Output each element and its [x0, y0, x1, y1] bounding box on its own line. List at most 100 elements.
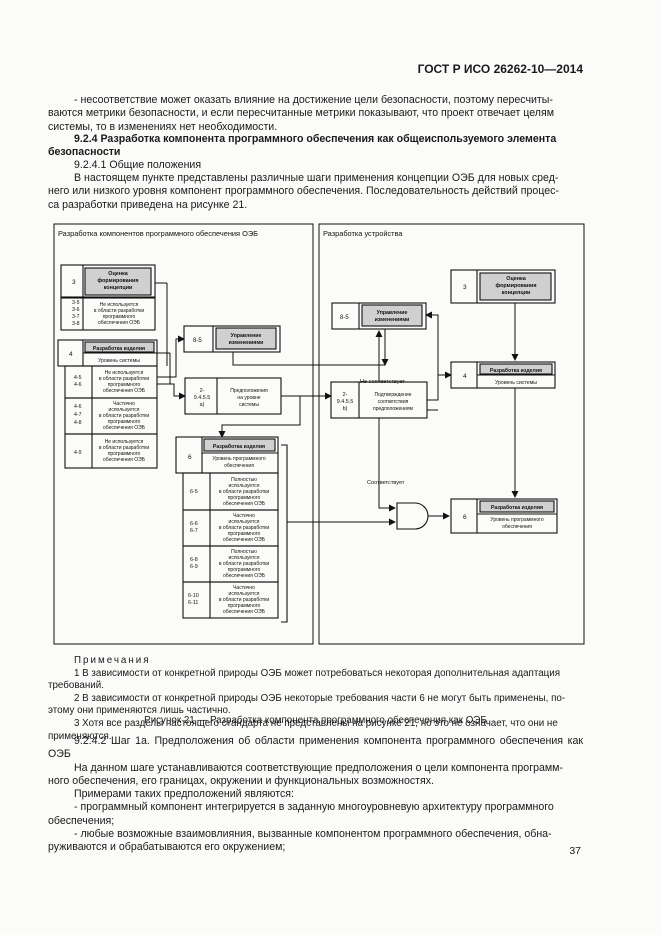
- svg-text:в области разработки: в области разработки: [219, 489, 270, 495]
- r6-box: [450, 498, 558, 534]
- section-heading: 9.2.4 Разработка компонента программного…: [48, 133, 557, 159]
- svg-text:системы: системы: [239, 402, 259, 408]
- svg-text:обеспечения ОЭБ: обеспечения ОЭБ: [223, 573, 266, 579]
- svg-text:6-5: 6-5: [190, 489, 198, 495]
- svg-text:используется: используется: [109, 407, 140, 413]
- svg-text:Подтверждение: Подтверждение: [374, 392, 411, 398]
- paragraph-1: - несоответствие может оказать влияние н…: [48, 94, 554, 133]
- svg-text:3: 3: [463, 284, 467, 291]
- svg-text:6-10: 6-10: [188, 593, 199, 599]
- svg-text:Разработка изделия: Разработка изделия: [213, 443, 265, 450]
- svg-text:программного: программного: [108, 382, 141, 388]
- svg-text:программного: программного: [108, 419, 141, 425]
- svg-text:формирования: формирования: [495, 282, 536, 289]
- svg-text:в области разработки: в области разработки: [219, 561, 270, 567]
- left-panel: [53, 223, 314, 645]
- svg-text:используется: используется: [229, 555, 260, 561]
- svg-text:на уровне: на уровне: [237, 395, 260, 401]
- svg-text:обеспечения ОЭБ: обеспечения ОЭБ: [98, 320, 141, 326]
- svg-text:4: 4: [463, 373, 467, 380]
- svg-text:программного: программного: [228, 603, 261, 609]
- svg-text:Уровень системы: Уровень системы: [98, 358, 140, 364]
- notes-block: Примечания 1 В зависимости от конкретной…: [48, 655, 583, 743]
- svg-text:обеспечения ОЭБ: обеспечения ОЭБ: [223, 609, 266, 615]
- svg-text:программного: программного: [108, 451, 141, 457]
- subsection-heading: 9.2.4.1 Общие положения: [74, 159, 202, 171]
- svg-text:6-11: 6-11: [188, 600, 198, 606]
- svg-text:4-9: 4-9: [74, 450, 82, 456]
- svg-text:обеспечения ОЭБ: обеспечения ОЭБ: [223, 537, 266, 543]
- svg-text:обеспечения: обеспечения: [224, 463, 254, 469]
- notes-title: Примечания: [74, 655, 151, 666]
- svg-text:6: 6: [463, 514, 467, 521]
- paragraph-2: В настоящем пункте представлены различны…: [48, 172, 559, 211]
- right-panel-title: Разработка устройства: [323, 229, 403, 238]
- svg-text:обеспечения ОЭБ: обеспечения ОЭБ: [103, 457, 146, 463]
- l3-notused-box: [60, 296, 156, 331]
- svg-text:Частично: Частично: [233, 513, 255, 519]
- svg-text:в области разработки: в области разработки: [94, 308, 145, 314]
- svg-text:4-5: 4-5: [74, 375, 82, 381]
- svg-text:программного: программного: [228, 495, 261, 501]
- svg-text:9.4.5.5: 9.4.5.5: [194, 395, 211, 401]
- svg-text:в области разработки: в области разработки: [99, 445, 150, 451]
- paragraph-3: 9.2.4.2 Шаг 1а. Предположения об области…: [48, 735, 583, 854]
- svg-text:обеспечения ОЭБ: обеспечения ОЭБ: [223, 501, 266, 507]
- svg-text:концепции: концепции: [104, 285, 133, 291]
- svg-text:используется: используется: [229, 519, 260, 525]
- svg-text:2-: 2-: [343, 392, 348, 398]
- svg-text:изменениями: изменениями: [375, 317, 410, 323]
- svg-text:6-8: 6-8: [190, 557, 198, 563]
- svg-text:6-6: 6-6: [190, 521, 198, 527]
- svg-text:обеспечения ОЭБ: обеспечения ОЭБ: [103, 388, 146, 394]
- svg-text:4: 4: [69, 351, 73, 358]
- page-number: 37: [569, 845, 581, 857]
- svg-text:4-6: 4-6: [74, 404, 82, 410]
- svg-text:8-5: 8-5: [340, 315, 349, 321]
- document-header: ГОСТ Р ИСО 26262-10—2014: [417, 62, 583, 76]
- svg-text:3-8: 3-8: [72, 321, 80, 327]
- svg-text:в области разработки: в области разработки: [219, 525, 270, 531]
- figure-caption: Рисунок 21 — Разработка компонента прогр…: [144, 715, 487, 726]
- svg-text:4-8: 4-8: [74, 420, 82, 426]
- svg-text:Разработка изделия: Разработка изделия: [93, 345, 145, 352]
- svg-text:программного: программного: [103, 314, 136, 320]
- svg-text:в области разработки: в области разработки: [99, 376, 150, 382]
- svg-text:используется: используется: [229, 591, 260, 597]
- svg-text:изменениями: изменениями: [229, 340, 264, 346]
- svg-text:концепции: концепции: [502, 290, 531, 296]
- svg-text:8-5: 8-5: [193, 338, 202, 344]
- l3-shaded: [84, 267, 152, 296]
- svg-text:Полностью: Полностью: [231, 549, 257, 555]
- svg-text:формирования: формирования: [97, 277, 138, 284]
- svg-text:Полностью: Полностью: [231, 477, 257, 483]
- svg-text:6-7: 6-7: [190, 528, 198, 534]
- not-match-label: Не соответствует: [360, 379, 405, 385]
- and-gate: [396, 502, 429, 530]
- svg-text:b): b): [343, 406, 348, 412]
- svg-text:в области разработки: в области разработки: [99, 413, 150, 419]
- svg-text:3-5: 3-5: [72, 300, 80, 306]
- svg-text:Разработка изделия: Разработка изделия: [490, 367, 542, 374]
- svg-text:4-7: 4-7: [74, 412, 82, 418]
- svg-text:используется: используется: [229, 483, 260, 489]
- svg-text:обеспечения ОЭБ: обеспечения ОЭБ: [103, 425, 146, 431]
- svg-text:программного: программного: [228, 531, 261, 537]
- svg-text:программного: программного: [228, 567, 261, 573]
- svg-text:соответствия: соответствия: [378, 399, 409, 405]
- r3-box: [450, 269, 556, 304]
- svg-text:Управление: Управление: [231, 333, 262, 339]
- svg-text:9.4.5.5: 9.4.5.5: [337, 399, 354, 405]
- right-panel: [318, 223, 585, 645]
- svg-text:Частично: Частично: [113, 401, 135, 407]
- svg-text:Не используется: Не используется: [100, 302, 139, 308]
- svg-text:Не используется: Не используется: [105, 439, 144, 445]
- svg-text:Оценка: Оценка: [108, 271, 128, 277]
- svg-text:Уровень программного: Уровень программного: [490, 517, 543, 523]
- svg-text:6-9: 6-9: [190, 564, 198, 570]
- l610-box: [182, 581, 279, 619]
- svg-text:3-7: 3-7: [72, 314, 80, 320]
- svg-text:3-6: 3-6: [72, 307, 80, 313]
- svg-text:Разработка изделия: Разработка изделия: [491, 504, 543, 511]
